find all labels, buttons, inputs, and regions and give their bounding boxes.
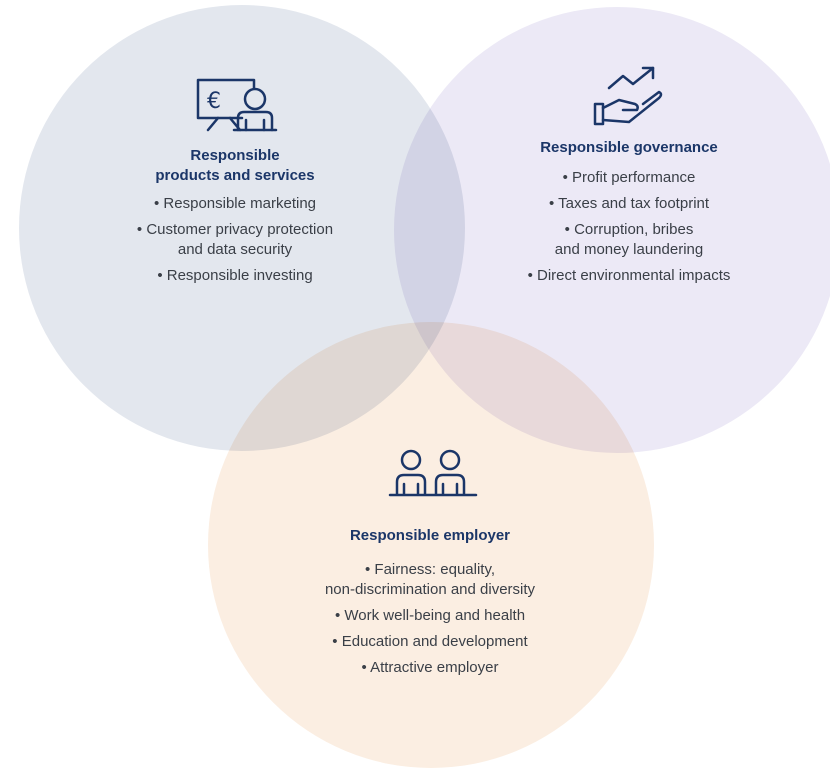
list-item: Customer privacy protection and data sec… (100, 220, 370, 260)
circle-employer (208, 322, 654, 768)
list-item: Responsible marketing (100, 194, 370, 214)
governance-list: Profit performance Taxes and tax footpri… (484, 168, 774, 286)
employer-section: Responsible employer Fairness: equality,… (280, 448, 580, 684)
list-item: Corruption, bribes and money laundering (484, 220, 774, 260)
products-services-section: € Responsible products and services Resp… (100, 72, 370, 292)
list-item: Responsible investing (100, 266, 370, 286)
governance-heading: Responsible governance (540, 139, 718, 156)
list-item: Taxes and tax footprint (484, 194, 774, 214)
products-heading-line2: products and services (155, 167, 315, 184)
list-item: Profit performance (484, 168, 774, 188)
employer-list: Fairness: equality, non-discrimination a… (280, 560, 580, 678)
products-services-list: Responsible marketing Customer privacy p… (100, 194, 370, 286)
list-item: Work well-being and health (280, 606, 580, 626)
two-people-icon (388, 449, 478, 497)
governance-section: Responsible governance Profit performanc… (484, 62, 774, 292)
list-item: Direct environmental impacts (484, 266, 774, 286)
monitor-euro-person-icon: € (196, 78, 278, 132)
list-item: Attractive employer (280, 658, 580, 678)
list-item: Education and development (280, 632, 580, 652)
products-heading-line1: Responsible (190, 147, 280, 164)
products-services-heading: Responsible products and services (100, 146, 370, 186)
euro-glyph: € (207, 89, 221, 114)
employer-heading: Responsible employer (349, 527, 511, 544)
hand-growth-arrow-icon (593, 66, 663, 126)
list-item: Fairness: equality, non-discrimination a… (280, 560, 580, 600)
